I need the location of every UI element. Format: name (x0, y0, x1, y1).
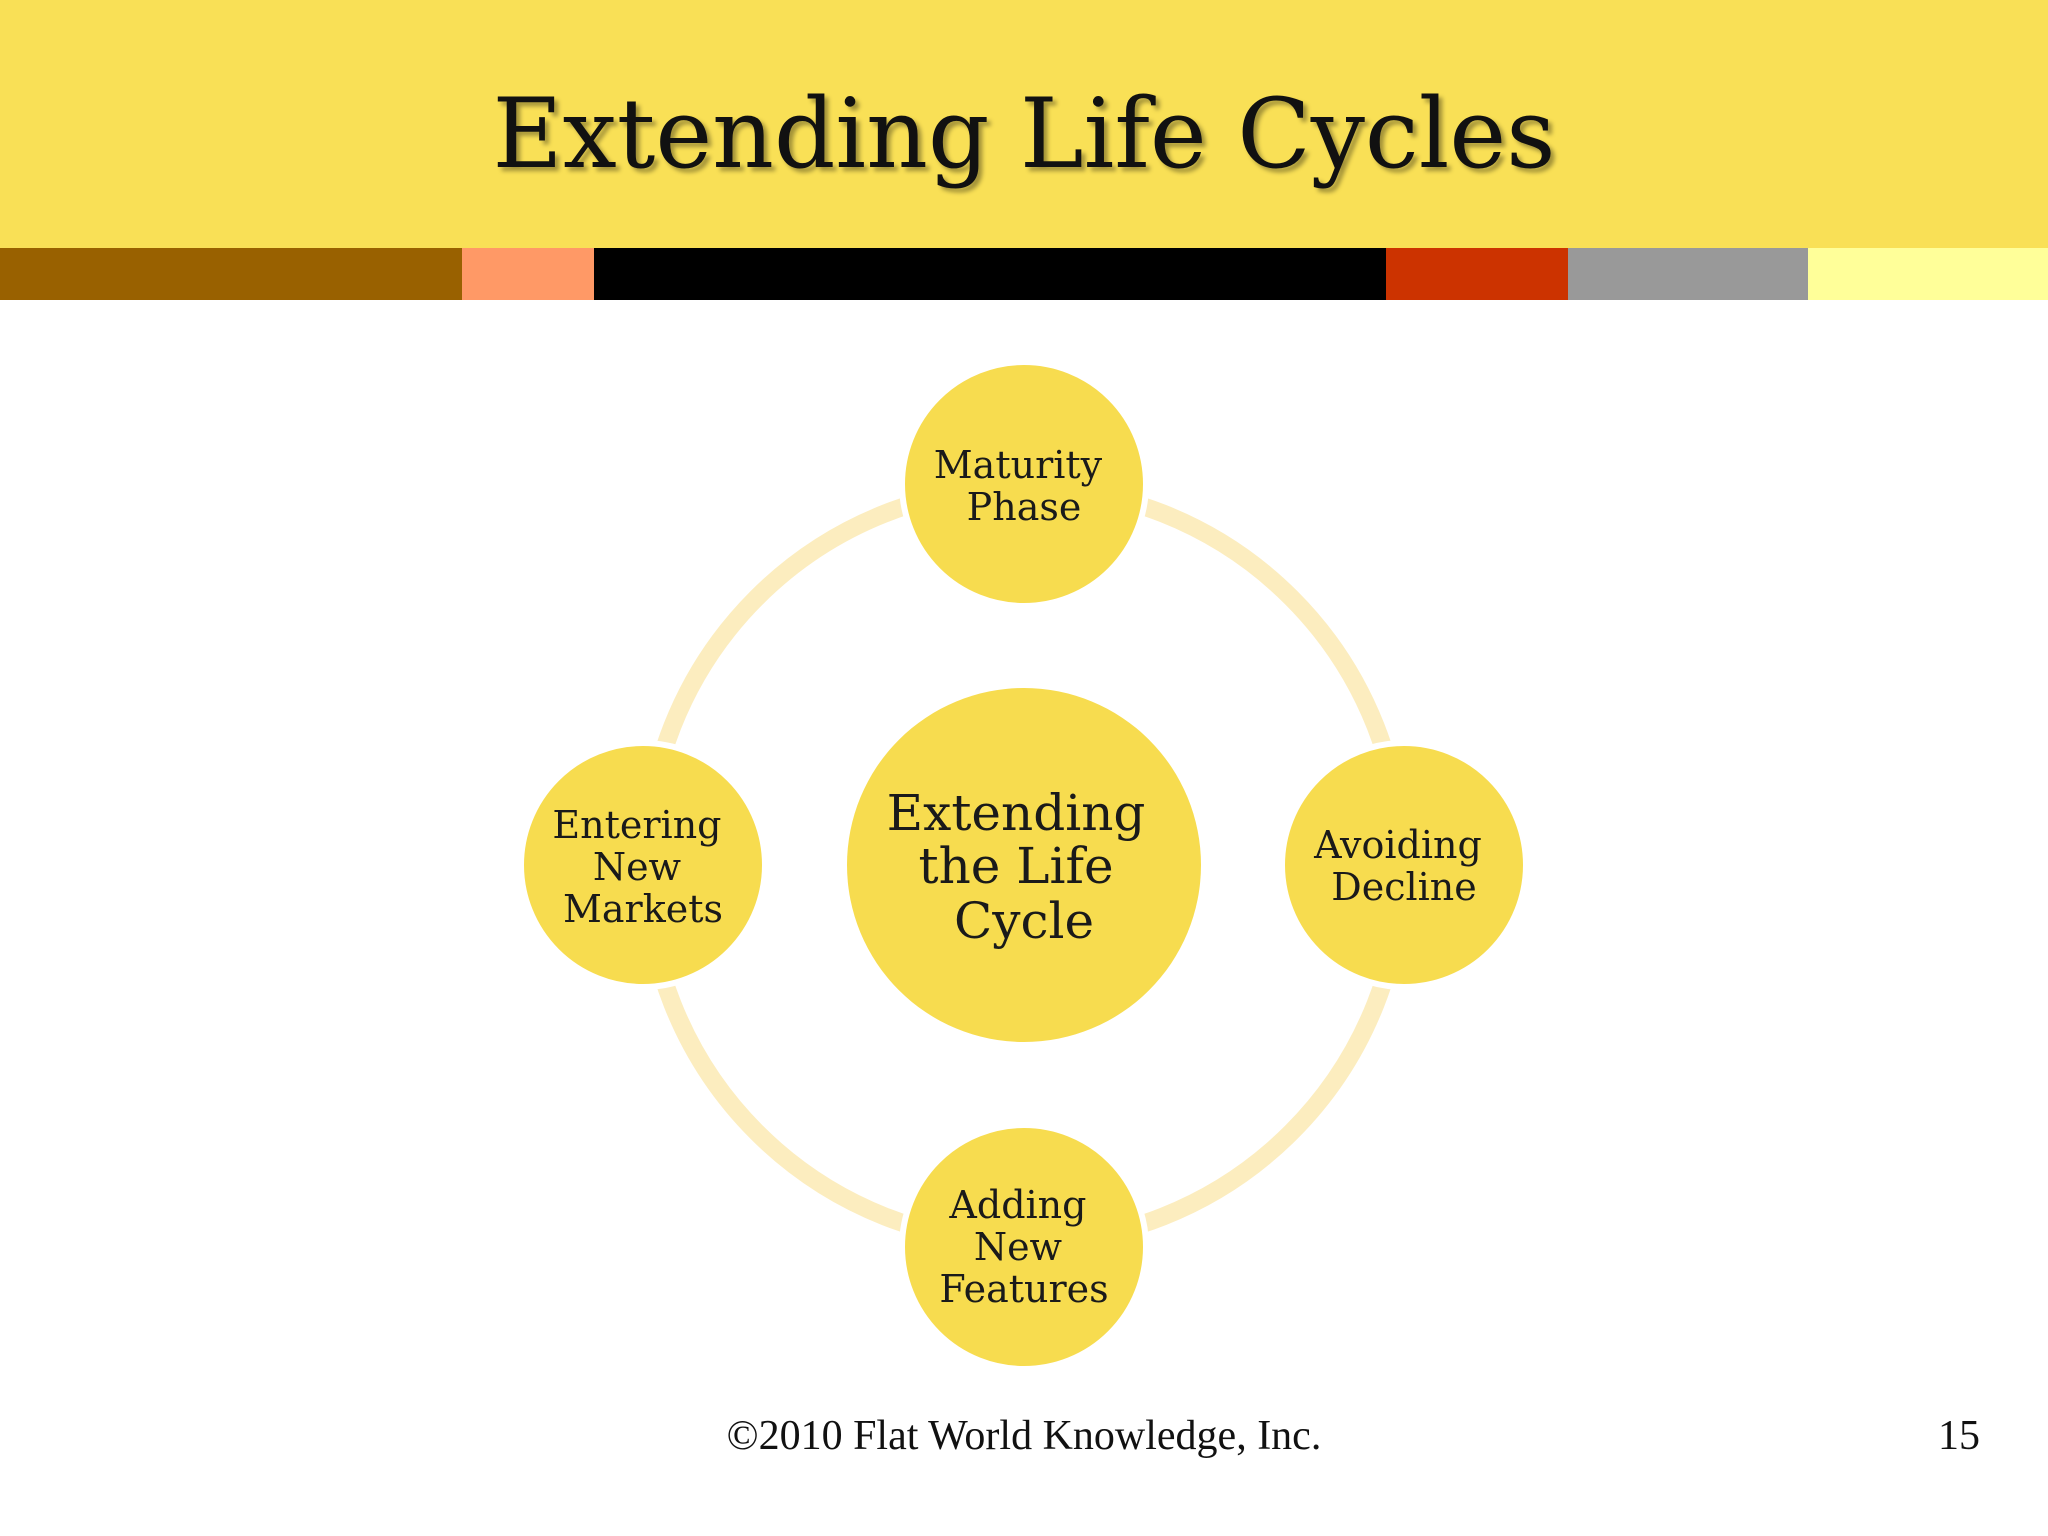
center-line-1: Extending (887, 784, 1146, 842)
node-maturity-phase (899, 359, 1149, 609)
color-bar-orange (462, 248, 594, 300)
color-bar-brown (0, 248, 462, 300)
center-node (847, 688, 1201, 1042)
node-adding-new-features (899, 1122, 1149, 1372)
node-adding-new-features-label: Adding New Features (939, 1183, 1108, 1311)
color-bar-light-yellow (1808, 248, 2048, 300)
node-maturity-phase-line-1: Maturity (934, 443, 1103, 487)
center-node-label: Extending the Life Cycle (887, 784, 1162, 950)
color-bar-red (1386, 248, 1568, 300)
node-entering-new-markets-line-2: New (593, 845, 682, 889)
color-bar-gray (1568, 248, 1808, 300)
node-entering-new-markets-label: Entering New Markets (552, 803, 733, 931)
node-avoiding-decline-label: Avoiding Decline (1313, 823, 1494, 909)
slide-title: Extending Life Cycles (492, 78, 1556, 190)
page-number: 15 (1938, 1413, 1980, 1459)
color-bar-black (594, 248, 1386, 300)
node-maturity-phase-line-2: Phase (967, 485, 1082, 529)
node-entering-new-markets-line-3: Markets (563, 887, 723, 931)
node-entering-new-markets-line-1: Entering (552, 803, 721, 847)
node-entering-new-markets (518, 740, 768, 990)
node-adding-new-features-line-1: Adding (948, 1183, 1086, 1227)
node-adding-new-features-line-3: Features (939, 1267, 1108, 1311)
node-avoiding-decline-line-1: Avoiding (1313, 823, 1482, 867)
title-banner (0, 0, 2048, 248)
copyright-footer: ©2010 Flat World Knowledge, Inc. (726, 1413, 1322, 1459)
center-line-3: Cycle (954, 892, 1094, 950)
node-adding-new-features-line-2: New (974, 1225, 1063, 1269)
node-avoiding-decline (1279, 740, 1529, 990)
center-line-2: the Life (919, 837, 1114, 895)
node-avoiding-decline-line-2: Decline (1331, 865, 1477, 909)
node-maturity-phase-label: Maturity Phase (934, 443, 1114, 529)
